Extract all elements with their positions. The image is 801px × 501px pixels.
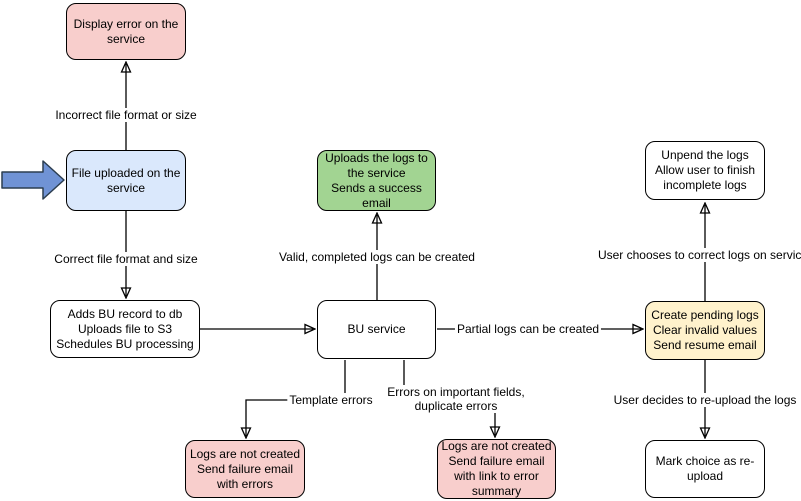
node-line: Unpend the logs bbox=[661, 148, 749, 162]
node-unpend-logs: Unpend the logs Allow user to finish inc… bbox=[645, 141, 765, 200]
edge-label-template-errors: Template errors bbox=[287, 393, 375, 407]
node-logs-not-created-summary: Logs are not created Send failure email … bbox=[437, 439, 556, 499]
node-line: Display error on the bbox=[73, 16, 179, 31]
edge-label-incorrect-format: Incorrect file format or size bbox=[53, 108, 199, 122]
node-display-error: Display error on the service bbox=[66, 3, 186, 60]
node-line: Mark choice as re- bbox=[655, 454, 755, 468]
node-line: Clear invalid values bbox=[652, 323, 758, 337]
node-line: email bbox=[362, 195, 391, 210]
node-line: Uploads file to S3 bbox=[77, 321, 173, 336]
node-line: with link to error bbox=[454, 469, 539, 483]
node-line: File uploaded on the bbox=[71, 165, 181, 180]
node-line: Send failure email bbox=[196, 461, 294, 476]
node-line: summary bbox=[471, 484, 522, 498]
node-logs-not-created-errors: Logs are not created Send failure email … bbox=[185, 440, 305, 498]
node-line: Uploads the logs to bbox=[325, 150, 428, 165]
edge-label-correct-on-service: User chooses to correct logs on service bbox=[595, 248, 801, 262]
node-line: Create pending logs bbox=[651, 308, 759, 322]
node-bu-service: BU service bbox=[317, 300, 436, 359]
node-create-pending-logs: Create pending logs Clear invalid values… bbox=[645, 301, 765, 360]
node-line: Sends a success bbox=[331, 180, 422, 195]
node-line: Schedules BU processing bbox=[56, 336, 194, 351]
node-line: Logs are not created bbox=[189, 446, 301, 461]
node-file-uploaded: File uploaded on the service bbox=[66, 150, 186, 211]
node-line: Logs are not created bbox=[441, 439, 552, 453]
edge-label-important-errors: Errors on important fields, duplicate er… bbox=[385, 385, 527, 413]
node-line: upload bbox=[686, 469, 724, 483]
edge-label-partial-logs: Partial logs can be created bbox=[454, 322, 602, 336]
node-line: Send failure email bbox=[448, 454, 545, 468]
node-line: service bbox=[106, 180, 145, 195]
node-line: incomplete logs bbox=[663, 178, 747, 192]
edge-label-valid-logs: Valid, completed logs can be created bbox=[277, 250, 477, 264]
node-line: Send resume email bbox=[653, 338, 757, 352]
node-line: service bbox=[106, 31, 145, 46]
edge-label-line: Errors on important fields, bbox=[387, 385, 525, 399]
edge-label-reupload-decision: User decides to re-upload the logs bbox=[611, 393, 799, 407]
node-uploads-logs: Uploads the logs to the service Sends a … bbox=[317, 150, 436, 211]
node-line: with errors bbox=[216, 476, 273, 491]
edge-label-correct-format: Correct file format and size bbox=[52, 252, 200, 266]
node-line: the service bbox=[347, 165, 406, 180]
node-line: Allow user to finish bbox=[654, 163, 756, 177]
edge-label-line: duplicate errors bbox=[414, 399, 498, 413]
node-line: BU service bbox=[347, 322, 406, 336]
node-line: Adds BU record to db bbox=[67, 306, 183, 321]
upload-entry-arrow-icon bbox=[1, 160, 65, 200]
node-adds-bu-record: Adds BU record to db Uploads file to S3 … bbox=[50, 300, 200, 358]
node-mark-reupload: Mark choice as re- upload bbox=[645, 440, 765, 498]
